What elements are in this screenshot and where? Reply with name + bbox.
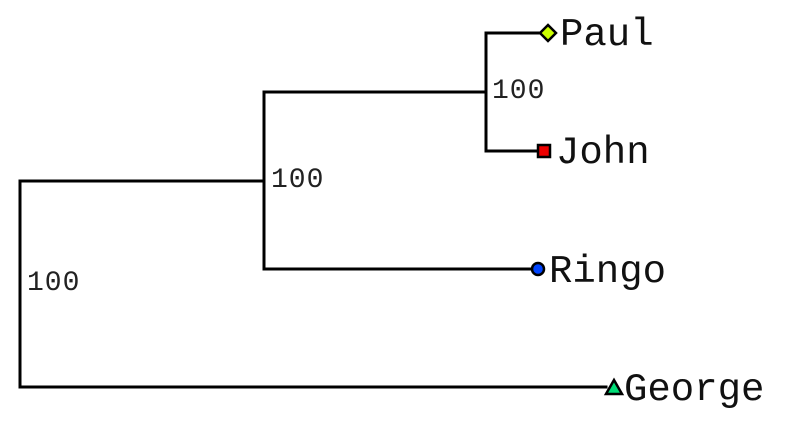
- leaf-label-john: John: [556, 131, 650, 175]
- leaf-label-george: George: [624, 368, 764, 412]
- diamond-marker-icon: [538, 23, 558, 43]
- square-marker-icon: [536, 143, 552, 159]
- triangle-marker-icon: [603, 377, 625, 396]
- support-value-paul-john: 100: [492, 76, 545, 107]
- leaf-label-paul: Paul: [560, 13, 654, 57]
- circle-marker-icon: [530, 261, 546, 277]
- support-value-paul-john-ringo: 100: [271, 165, 324, 196]
- leaf-label-ringo: Ringo: [549, 250, 666, 294]
- support-value-root: 100: [27, 268, 80, 299]
